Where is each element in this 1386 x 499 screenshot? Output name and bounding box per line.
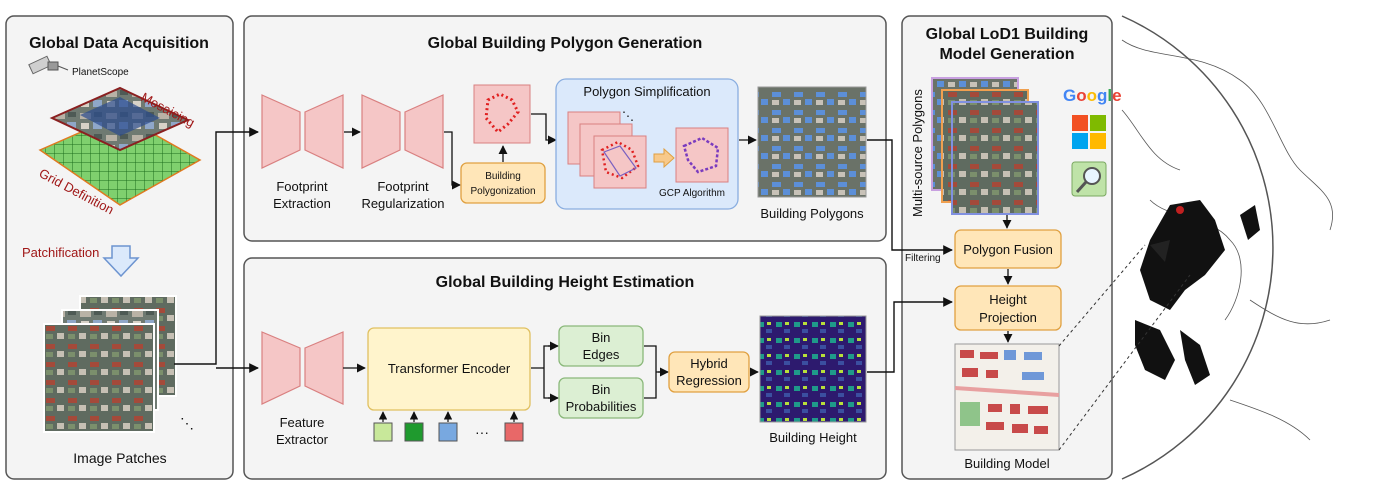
polygon-fusion-box (954, 229, 1062, 269)
footprint-extraction-label-2: Extraction (273, 196, 331, 211)
acquisition-title: Global Data Acquisition (29, 35, 209, 52)
zoom-line-bottom (1058, 274, 1191, 451)
lod1-title-1: Global LoD1 Building (926, 26, 1089, 43)
google-logo-icon: Google (1063, 86, 1122, 105)
hybrid-regression-label-1: Hybrid (690, 356, 728, 371)
hybrid-regression-label-2: Regression (676, 373, 742, 388)
simplified-polygon-shape (682, 136, 720, 174)
height-projection-label-1: Height (989, 292, 1027, 307)
feature-extractor-decoder (304, 331, 344, 405)
bin-probabilities-label-2: Probabilities (566, 399, 637, 414)
bin-probabilities-label-1: Bin (592, 382, 611, 397)
feature-extractor-label-2: Extractor (276, 432, 329, 447)
multi-source-stack (931, 77, 1039, 215)
gcp-algorithm-label: GCP Algorithm (659, 188, 725, 199)
footprint-regularization-label-1: Footprint (377, 179, 429, 194)
lod1-title-2: Model Generation (939, 46, 1074, 63)
image-patches (43, 295, 177, 433)
footprint-extraction-decoder (304, 94, 344, 169)
bin-edges-label-1: Bin (592, 330, 611, 345)
arrow-patches-to-polygon-gen (174, 127, 259, 365)
building-polygonization-label-1: Building (485, 171, 521, 182)
image-patches-label: Image Patches (73, 450, 166, 466)
token-1 (373, 422, 393, 442)
simplified-polygon-tile (675, 127, 729, 183)
arrow-height-to-projection (867, 297, 953, 373)
footprint-extraction-label-1: Footprint (276, 179, 328, 194)
simplification-stack (567, 111, 647, 189)
building-model-label: Building Model (964, 456, 1049, 471)
filtering-label: Filtering (905, 253, 941, 264)
globe-map (1121, 15, 1334, 480)
footprint-extraction-encoder (261, 94, 301, 169)
bin-edges-box (558, 325, 644, 367)
polygon-fusion-label: Polygon Fusion (963, 242, 1053, 257)
simplify-arrow-icon (653, 147, 675, 169)
bin-probabilities-box (558, 377, 644, 419)
osm-magnifier-icon (1071, 161, 1107, 197)
arrow-regularize-to-polygonize (444, 131, 461, 190)
bin-edges-label-2: Edges (583, 347, 620, 362)
building-polygonization-box (460, 162, 546, 204)
building-height-label: Building Height (769, 430, 857, 445)
hybrid-regression-box (668, 351, 750, 393)
polygon-generation-title: Global Building Polygon Generation (428, 35, 703, 52)
footprint-regularization-decoder (404, 94, 444, 169)
token-2 (404, 422, 424, 442)
token-3 (438, 422, 458, 442)
transformer-encoder-box (367, 327, 531, 411)
satellite-icon (28, 55, 69, 75)
token-4 (504, 422, 524, 442)
simplification-ellipsis: ⋱ (622, 109, 634, 123)
token-row (373, 411, 524, 442)
height-projection-box (954, 285, 1062, 331)
height-projection-label-2: Projection (979, 310, 1037, 325)
down-arrow-icon (102, 245, 140, 278)
footprint-regularization-encoder (361, 94, 401, 169)
mosaic-stack (38, 86, 202, 206)
arrow-polygons-to-fusion (867, 139, 953, 255)
feature-extractor-encoder (261, 331, 301, 405)
building-polygons-label: Building Polygons (760, 206, 864, 221)
token-ellipsis: ··· (475, 424, 489, 440)
feature-extractor-label-1: Feature (280, 415, 325, 430)
building-model-image (954, 343, 1060, 451)
zoom-line-top (1058, 244, 1146, 347)
height-estimation-title: Global Building Height Estimation (436, 274, 695, 291)
arrow-to-simplification (531, 113, 557, 145)
microsoft-logo-icon (1072, 115, 1106, 149)
patches-ellipsis: ⋱ (180, 415, 194, 431)
polygon-simplification-title: Polygon Simplification (583, 84, 710, 99)
building-polygons-image (757, 86, 867, 198)
patchification-label: Patchification (22, 245, 99, 260)
planetscope-label: PlanetScope (72, 67, 129, 78)
polygon-sample-shape (484, 92, 520, 135)
transformer-encoder-label: Transformer Encoder (388, 361, 511, 376)
building-height-image (759, 315, 867, 423)
multi-source-label: Multi-source Polygons (910, 89, 925, 217)
footprint-regularization-label-2: Regularization (361, 196, 444, 211)
building-polygonization-label-2: Polygonization (470, 186, 535, 197)
